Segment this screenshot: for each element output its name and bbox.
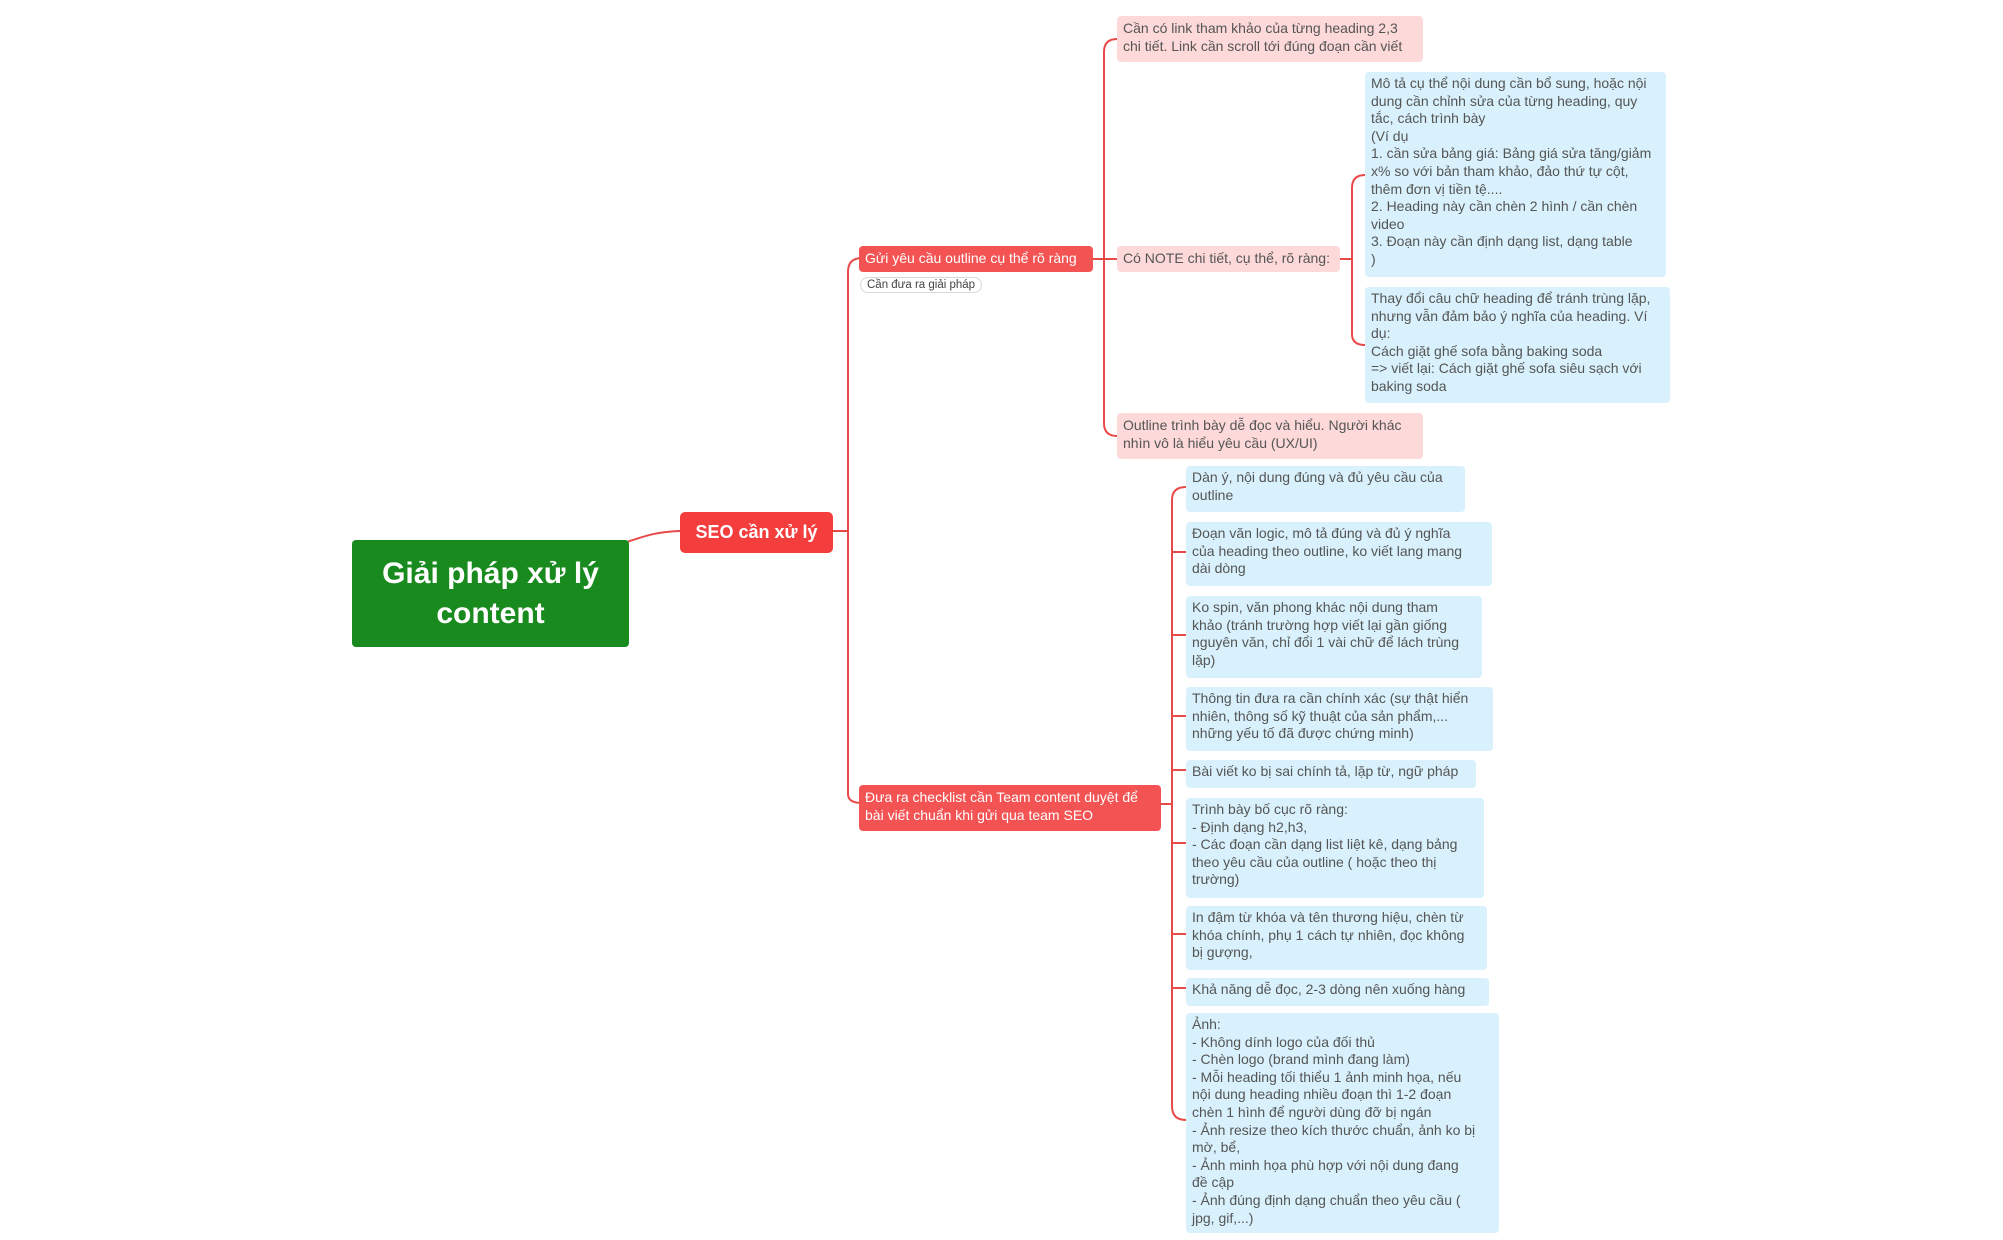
checklist-item-keywords[interactable]: In đậm từ khóa và tên thương hiệu, chèn … [1186,906,1487,970]
checklist-item-accuracy[interactable]: Thông tin đưa ra cần chính xác (sự thật … [1186,687,1493,751]
checklist-item-readability[interactable]: Khả năng dễ đọc, 2-3 dòng nên xuống hàng [1186,978,1489,1006]
main-topic-node[interactable]: SEO cần xử lý [680,512,833,553]
checklist-item-spelling[interactable]: Bài viết ko bị sai chính tả, lặp từ, ngữ… [1186,760,1476,788]
checklist-item-logic[interactable]: Đoạn văn logic, mô tả đúng và đủ ý nghĩa… [1186,522,1492,586]
branch-outline-label: Cần đưa ra giải pháp [860,277,983,293]
branch-outline-request[interactable]: Gửi yêu cầu outline cụ thể rõ ràng [859,246,1093,272]
branch-checklist[interactable]: Đưa ra checklist cần Team content duyệt … [859,785,1161,831]
outline-note[interactable]: Có NOTE chi tiết, cụ thể, rõ ràng: [1117,246,1340,272]
outline-readable[interactable]: Outline trình bày dễ đọc và hiểu. Người … [1117,413,1423,459]
root-node[interactable]: Giải pháp xử lý content [352,540,629,647]
note-description[interactable]: Mô tả cụ thể nội dung cần bổ sung, hoặc … [1365,72,1666,277]
outline-reference-links[interactable]: Cần có link tham khảo của từng heading 2… [1117,16,1423,62]
note-heading-rewrite[interactable]: Thay đổi câu chữ heading để tránh trùng … [1365,287,1670,403]
checklist-item-images[interactable]: Ảnh: - Không dính logo của đối thủ - Chè… [1186,1013,1499,1233]
checklist-item-layout[interactable]: Trình bày bố cục rõ ràng: - Định dạng h2… [1186,798,1484,898]
checklist-item-no-spin[interactable]: Ko spin, văn phong khác nội dung tham kh… [1186,596,1482,678]
checklist-item-outline[interactable]: Dàn ý, nội dung đúng và đủ yêu cầu của o… [1186,466,1465,512]
